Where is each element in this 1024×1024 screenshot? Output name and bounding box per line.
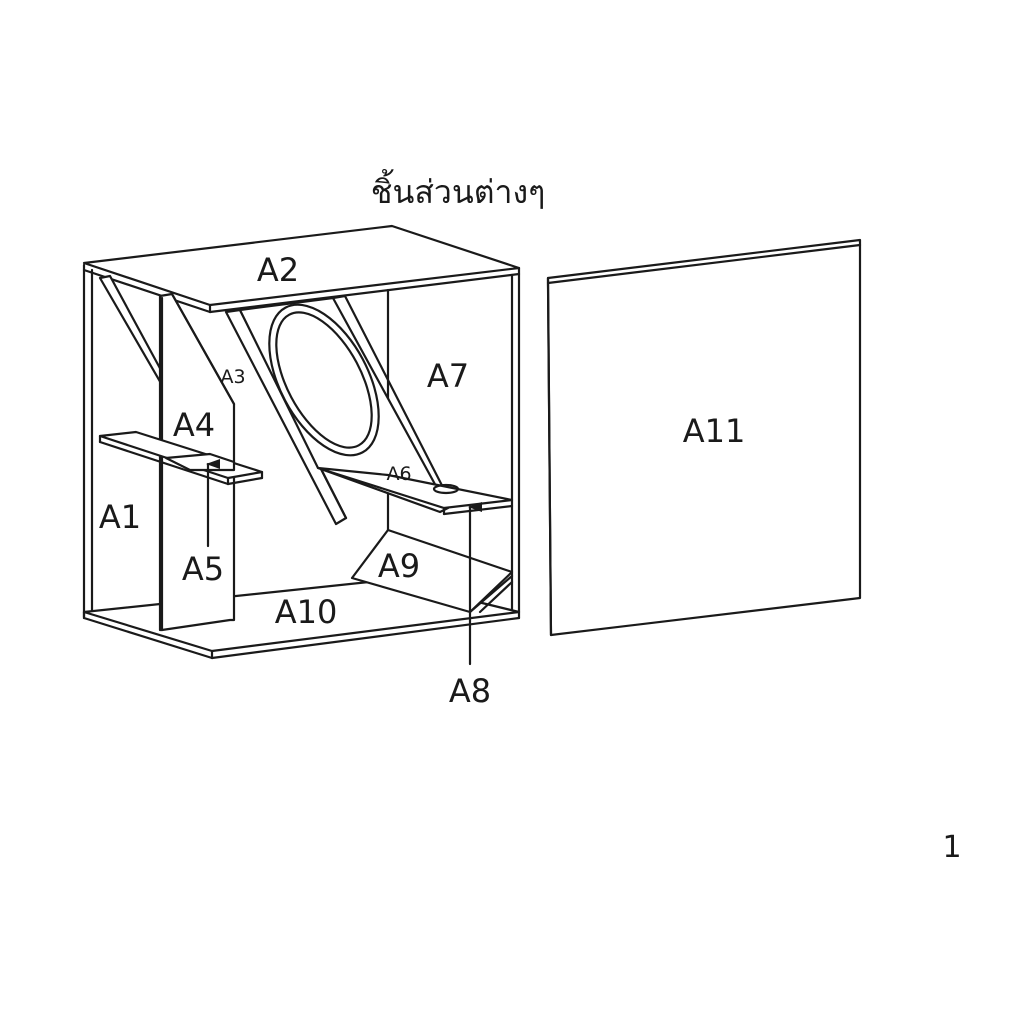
box-shell — [82, 224, 521, 660]
panel-a6 — [316, 466, 514, 510]
part-labels: A2 A3 A4 A7 A6 A1 A5 A9 A10 A8 A11 — [99, 251, 745, 710]
diagram-title: ชิ้นส่วนต่างๆ — [371, 169, 546, 211]
page-number: 1 — [942, 830, 961, 865]
panel-a2 — [82, 224, 521, 307]
panel-a10 — [82, 578, 521, 653]
panel-a9 — [350, 528, 514, 614]
label-a9: A9 — [378, 547, 420, 585]
label-a11: A11 — [683, 412, 746, 450]
port-hole — [432, 483, 460, 495]
speaker-hole — [268, 303, 380, 457]
panel-a11-group — [546, 238, 862, 637]
label-a5: A5 — [182, 550, 224, 588]
label-a1: A1 — [99, 498, 141, 536]
label-a7: A7 — [427, 357, 469, 395]
internal-parts — [98, 274, 514, 666]
label-a6: A6 — [386, 463, 411, 485]
label-a4: A4 — [173, 406, 215, 444]
label-a10: A10 — [275, 593, 338, 631]
label-a8: A8 — [449, 672, 491, 710]
label-a3: A3 — [220, 366, 245, 388]
label-a2: A2 — [257, 251, 299, 289]
